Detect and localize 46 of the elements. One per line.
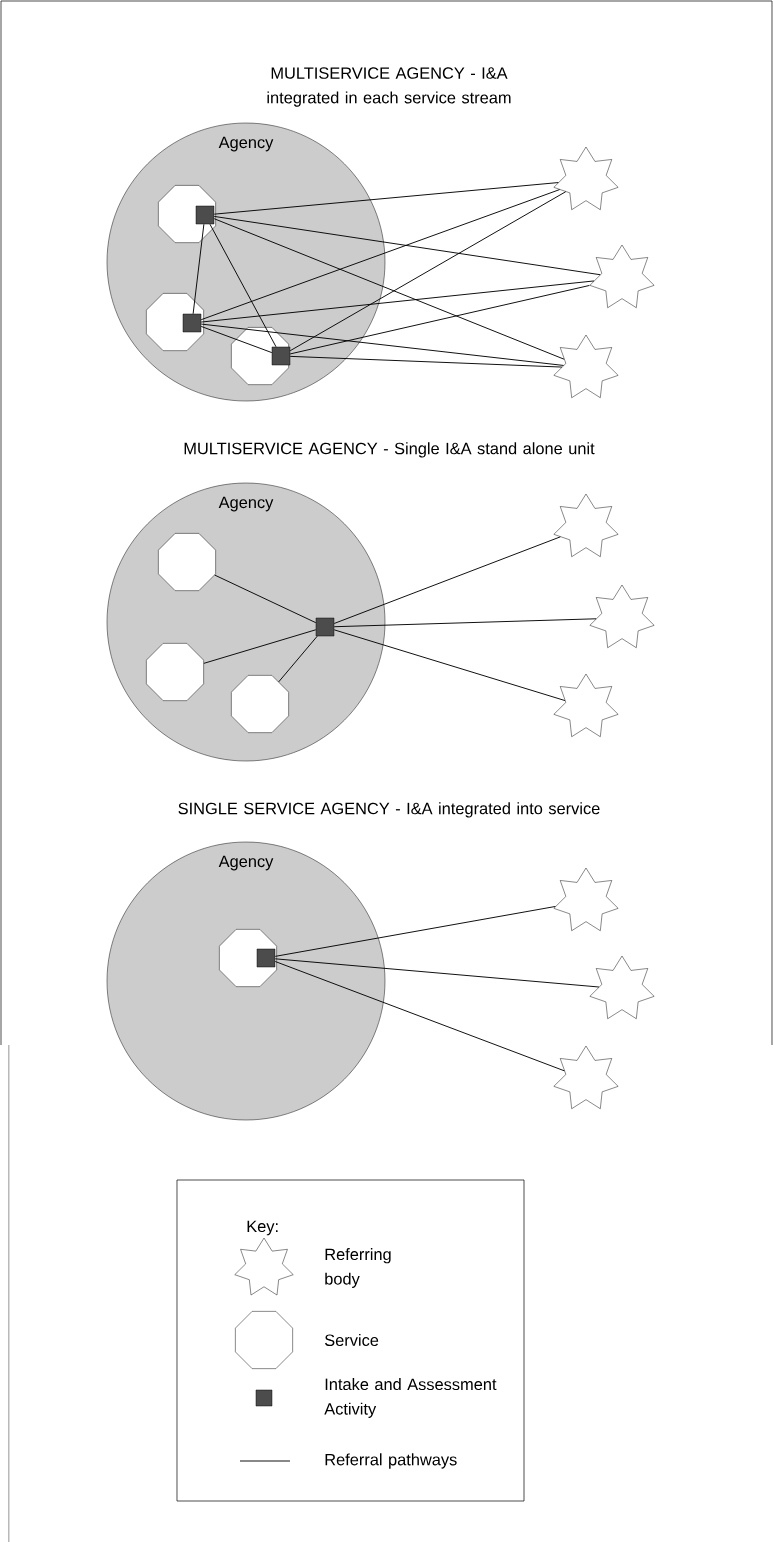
legend-text: Referral pathways bbox=[325, 1453, 457, 1469]
referral-line bbox=[192, 223, 205, 315]
referring-body-star bbox=[553, 1045, 619, 1109]
intake-square bbox=[315, 617, 335, 637]
referral-line bbox=[274, 961, 565, 1072]
referral-line bbox=[289, 191, 567, 352]
referral-line bbox=[213, 215, 601, 276]
service-octagon bbox=[146, 643, 204, 701]
referral-line bbox=[200, 280, 595, 323]
intake-square bbox=[256, 948, 276, 968]
referral-line bbox=[200, 323, 564, 366]
intake-square bbox=[271, 346, 291, 366]
legend-text: Referring body bbox=[325, 1248, 391, 1288]
referral-line bbox=[333, 536, 561, 624]
referral-line bbox=[203, 629, 317, 664]
referring-body-star bbox=[553, 867, 619, 931]
intake-square bbox=[195, 205, 215, 225]
referring-body-star bbox=[553, 493, 619, 557]
panel-heading: MULTISERVICE AGENCY - Single I&A stand alone unit bbox=[184, 442, 595, 458]
panel-heading: SINGLE SERVICE AGENCY - I&A integrated into service bbox=[178, 802, 600, 818]
referral-line bbox=[274, 906, 556, 957]
referring-body-star bbox=[553, 146, 619, 210]
referral-line bbox=[214, 574, 317, 624]
service-octagon bbox=[231, 675, 289, 733]
referral-line bbox=[274, 958, 600, 988]
referring-body-star bbox=[589, 955, 655, 1019]
referral-line bbox=[289, 285, 590, 355]
referral-line bbox=[333, 629, 566, 702]
service-octagon bbox=[158, 533, 216, 591]
referral-line bbox=[289, 355, 563, 368]
referring-body-star bbox=[553, 334, 619, 398]
key-heading: Key: bbox=[247, 1220, 278, 1236]
referral-line bbox=[278, 635, 318, 683]
referral-line bbox=[200, 189, 561, 321]
referral-line bbox=[209, 223, 277, 348]
referring-body-star bbox=[553, 673, 619, 737]
referral-line bbox=[213, 182, 559, 215]
referring-body-star bbox=[589, 244, 655, 308]
legend-text: Intake and Assessment Activity bbox=[324, 1378, 497, 1418]
referral-line bbox=[200, 325, 273, 354]
referral-line bbox=[333, 618, 597, 628]
intake-square bbox=[182, 313, 202, 333]
panel-heading: MULTISERVICE AGENCY - I&A integrated in each service stream bbox=[267, 67, 511, 107]
legend-text: Service bbox=[325, 1334, 379, 1347]
referral-line bbox=[213, 218, 565, 360]
referring-body-star bbox=[589, 584, 655, 648]
